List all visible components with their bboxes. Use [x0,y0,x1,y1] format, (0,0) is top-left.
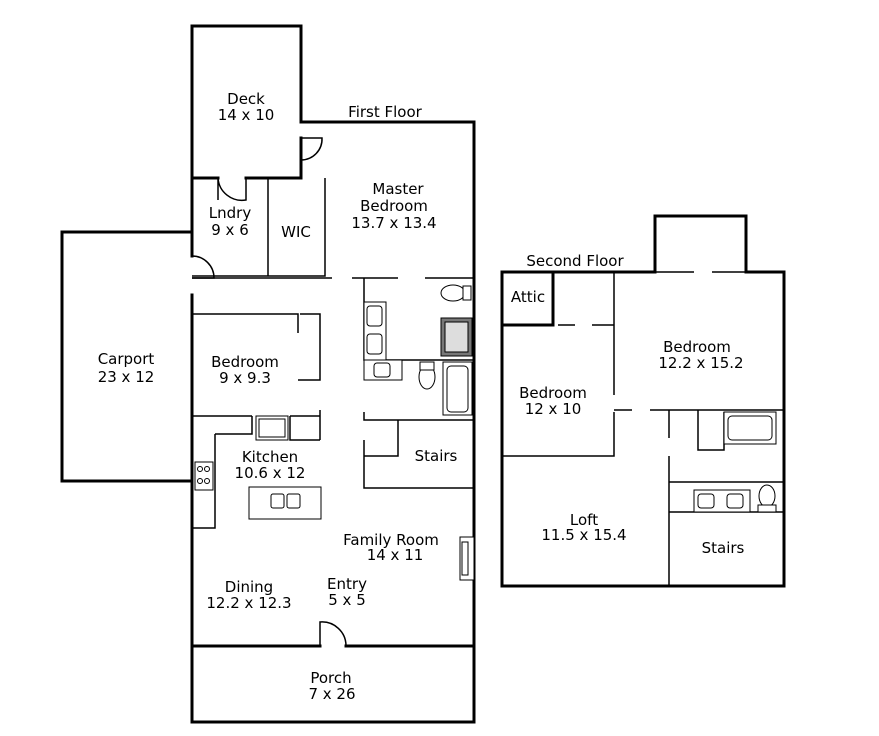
master-size: 13.7 x 13.4 [351,214,436,232]
porch-size: 7 x 26 [308,685,355,703]
loft-size: 11.5 x 15.4 [541,526,626,544]
upstairs-stairs-label: Stairs [702,539,745,557]
upstairs-bedroom-large-size: 12.2 x 15.2 [658,354,743,372]
first-floor [60,24,476,724]
dining-size: 12.2 x 12.3 [206,594,291,612]
second-floor [500,214,786,588]
upstairs-bath-fixtures [693,411,777,513]
attic-outline [500,270,555,327]
master-label-2: Bedroom [360,197,428,215]
deck-label: Deck [227,90,265,108]
attic-label: Attic [511,288,545,306]
carport-label: Carport [98,350,155,368]
first-floor-outline [190,120,476,724]
deck-size: 14 x 10 [218,106,275,124]
front-door-swing [319,621,347,647]
bedroom-size: 9 x 9.3 [219,369,271,387]
entry-size: 5 x 5 [328,591,366,609]
deck-outline [190,24,303,180]
laundry-door-swing [217,177,247,202]
laundry-label: Lndry [209,204,252,222]
carport-outline [60,230,194,483]
dining-label: Dining [225,578,273,596]
loft-label: Loft [570,511,598,529]
laundry-size: 9 x 6 [211,221,249,239]
kitchen-label: Kitchen [242,448,298,466]
upstairs-bedroom-small-label: Bedroom [519,384,587,402]
fireplace [459,536,475,581]
bedroom-label: Bedroom [211,353,279,371]
carport-door-swing [191,255,215,279]
stairs-label: Stairs [415,447,458,465]
upstairs-bedroom-large-label: Bedroom [663,338,731,356]
entry-label: Entry [327,575,367,593]
second-floor-title: Second Floor [526,252,624,270]
kitchen-size: 10.6 x 12 [235,464,306,482]
deck-door-swing [300,137,323,161]
wic-label: WIC [281,223,311,241]
master-bath-fixtures [363,284,473,416]
kitchen-fixtures [194,415,322,520]
master-label-1: Master [372,180,424,198]
family-room-label: Family Room [343,531,439,549]
family-room-size: 14 x 11 [367,546,424,564]
porch-label: Porch [310,669,351,687]
first-floor-title: First Floor [348,103,422,121]
upstairs-bedroom-small-size: 12 x 10 [525,400,582,418]
interior-walls [192,178,474,529]
carport-size: 23 x 12 [98,368,155,386]
